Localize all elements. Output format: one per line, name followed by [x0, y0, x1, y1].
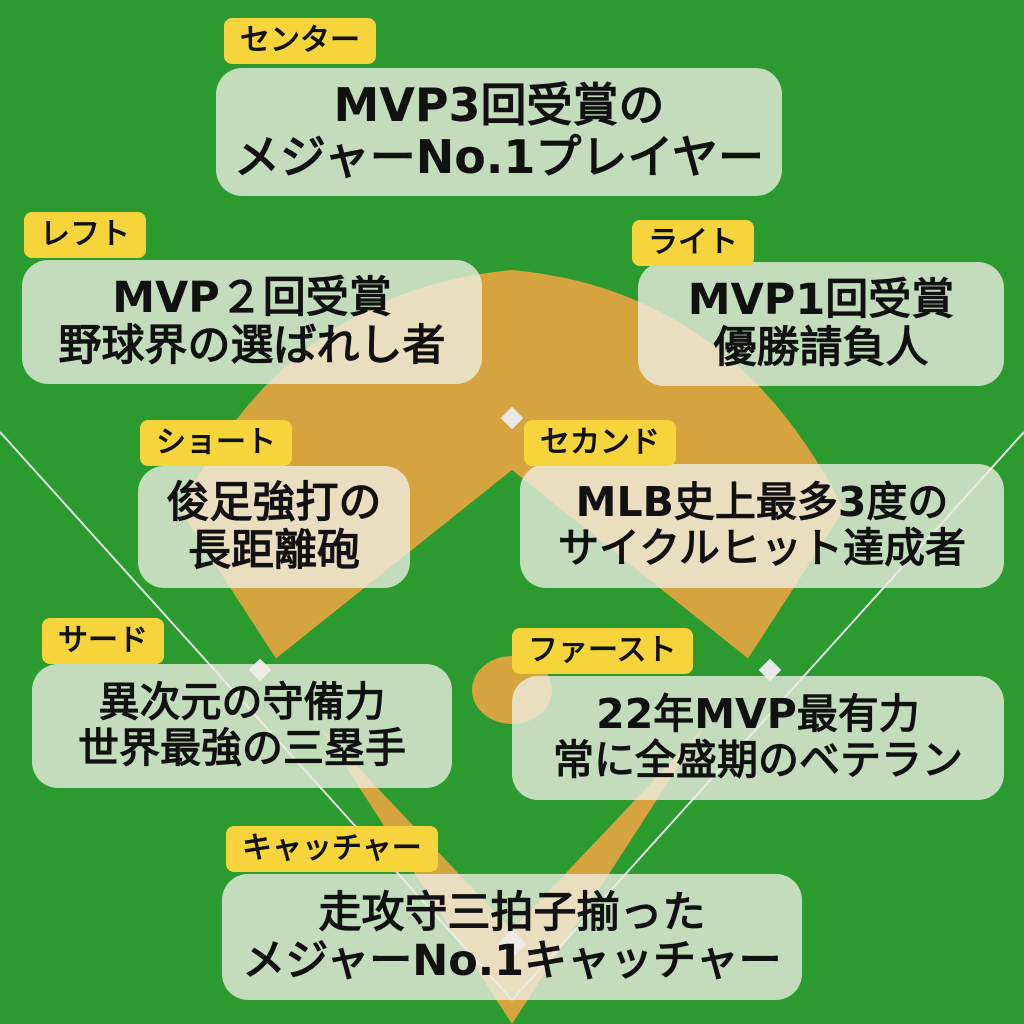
- third-description-box: 異次元の守備力 世界最強の三塁手: [32, 664, 452, 788]
- third-position-tag: サード: [42, 618, 164, 664]
- second-description-line-2: サイクルヒット達成者: [558, 524, 966, 572]
- catcher-description-box: 走攻守三拍子揃った メジャーNo.1キャッチャー: [222, 874, 802, 1000]
- center-description-line-2: メジャーNo.1プレイヤー: [234, 130, 764, 184]
- left-position-tag: レフト: [24, 212, 146, 258]
- catcher-position-tag: キャッチャー: [226, 826, 438, 872]
- left-description-line-1: MVP２回受賞: [112, 272, 392, 323]
- first-base: [758, 658, 782, 682]
- second-description-line-1: MLB史上最多3度の: [575, 478, 949, 527]
- second-description-box: MLB史上最多3度の サイクルヒット達成者: [520, 464, 1004, 588]
- third-description-line-1: 異次元の守備力: [98, 678, 386, 727]
- third-description-line-2: 世界最強の三塁手: [78, 724, 406, 772]
- short-position-tag: ショート: [140, 420, 292, 466]
- first-description-line-1: 22年MVP最有力: [596, 690, 920, 739]
- short-description-line-1: 俊足強打の: [166, 477, 382, 528]
- short-description-line-2: 長距離砲: [188, 526, 360, 576]
- catcher-description-line-2: メジャーNo.1キャッチャー: [242, 936, 782, 986]
- center-position-tag: センター: [224, 18, 376, 64]
- left-description-line-2: 野球界の選ばれし者: [58, 321, 446, 371]
- second-position-tag: セカンド: [524, 420, 676, 466]
- first-description-box: 22年MVP最有力 常に全盛期のベテラン: [512, 676, 1004, 800]
- left-description-box: MVP２回受賞 野球界の選ばれし者: [22, 260, 482, 384]
- second-base: [500, 406, 524, 430]
- center-description-box: MVP3回受賞の メジャーNo.1プレイヤー: [216, 68, 782, 196]
- catcher-description-line-1: 走攻守三拍子揃った: [318, 887, 706, 938]
- right-description-line-2: 優勝請負人: [713, 323, 929, 373]
- first-position-tag: ファースト: [512, 628, 693, 674]
- right-position-tag: ライト: [632, 220, 754, 266]
- first-description-line-2: 常に全盛期のベテラン: [553, 736, 963, 784]
- short-description-box: 俊足強打の 長距離砲: [138, 466, 410, 588]
- right-description-line-1: MVP1回受賞: [687, 274, 955, 325]
- center-description-line-1: MVP3回受賞の: [333, 78, 665, 133]
- right-description-box: MVP1回受賞 優勝請負人: [638, 262, 1004, 386]
